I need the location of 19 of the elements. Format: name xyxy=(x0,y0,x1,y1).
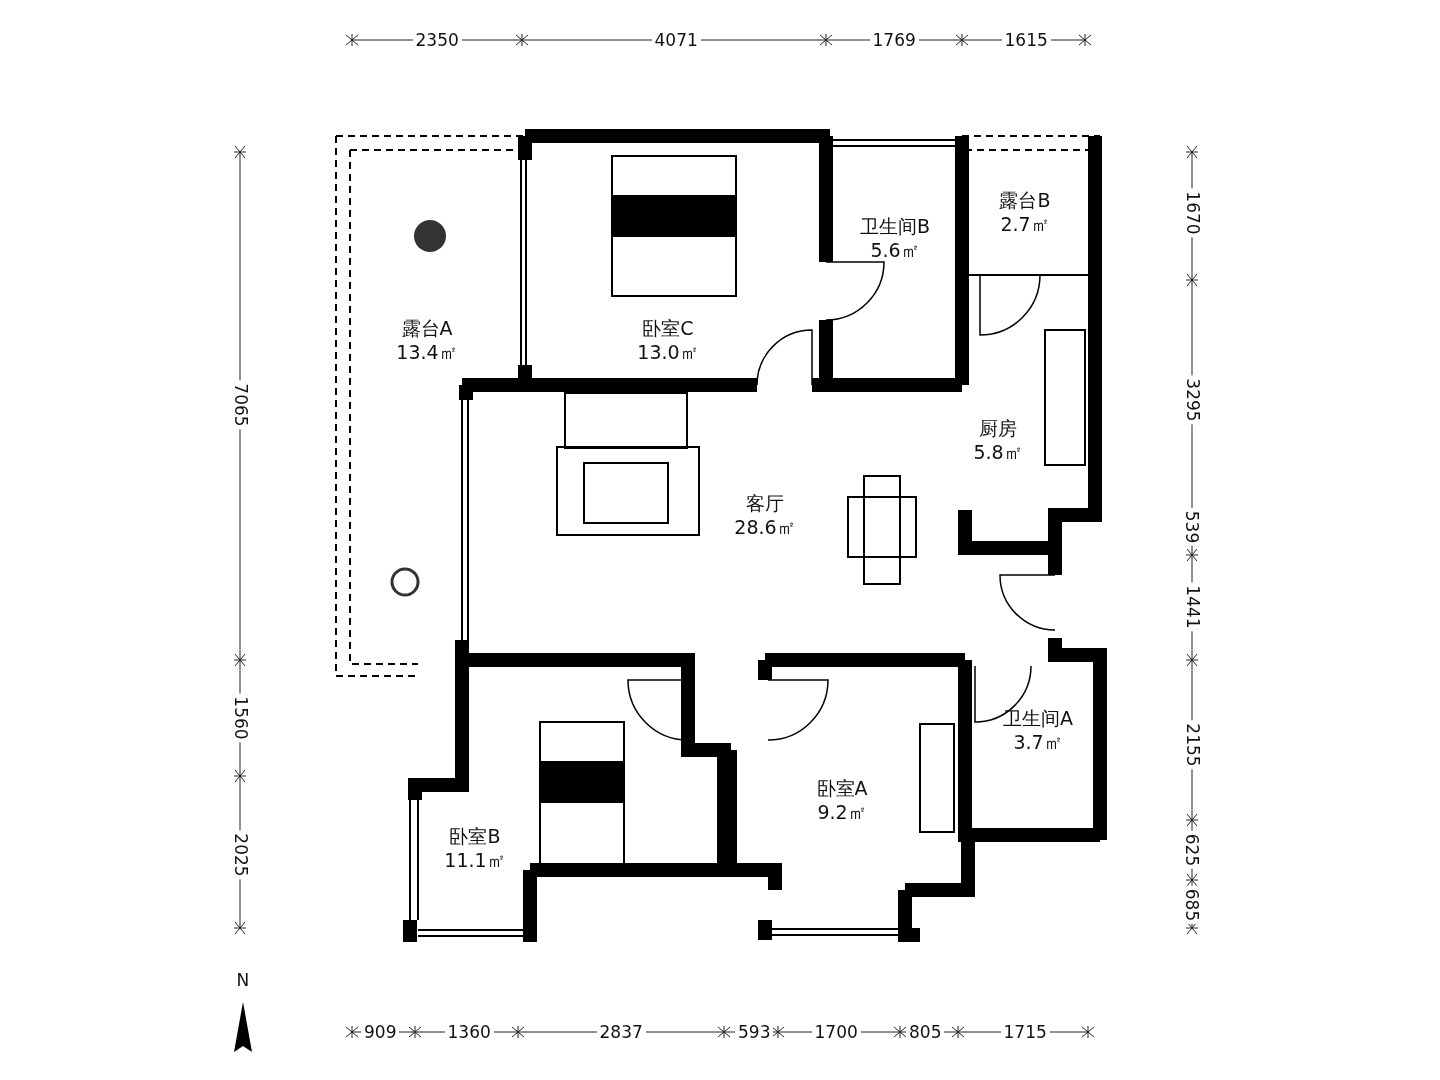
room-name: 厨房 xyxy=(979,417,1017,439)
room-name: 卧室B xyxy=(449,825,501,847)
room-name: 卧室A xyxy=(816,777,868,799)
north-label: N xyxy=(235,970,251,990)
room-name: 客厅 xyxy=(746,492,784,514)
room-area: 2.7㎡ xyxy=(1000,213,1050,235)
room-name: 露台A xyxy=(401,317,453,339)
room-name: 露台B xyxy=(999,189,1051,211)
room-name: 卧室C xyxy=(642,317,694,339)
room-name: 卫生间A xyxy=(1003,707,1073,729)
room-area: 5.8㎡ xyxy=(973,441,1023,463)
room-area: 9.2㎡ xyxy=(817,801,867,823)
room-area: 11.1㎡ xyxy=(444,849,506,871)
room-name: 卫生间B xyxy=(859,215,930,237)
room-area: 13.4㎡ xyxy=(396,341,458,363)
room-area: 5.6㎡ xyxy=(870,239,920,261)
room-area: 13.0㎡ xyxy=(637,341,699,363)
room-area: 3.7㎡ xyxy=(1013,731,1063,753)
room-area: 28.6㎡ xyxy=(734,516,796,538)
